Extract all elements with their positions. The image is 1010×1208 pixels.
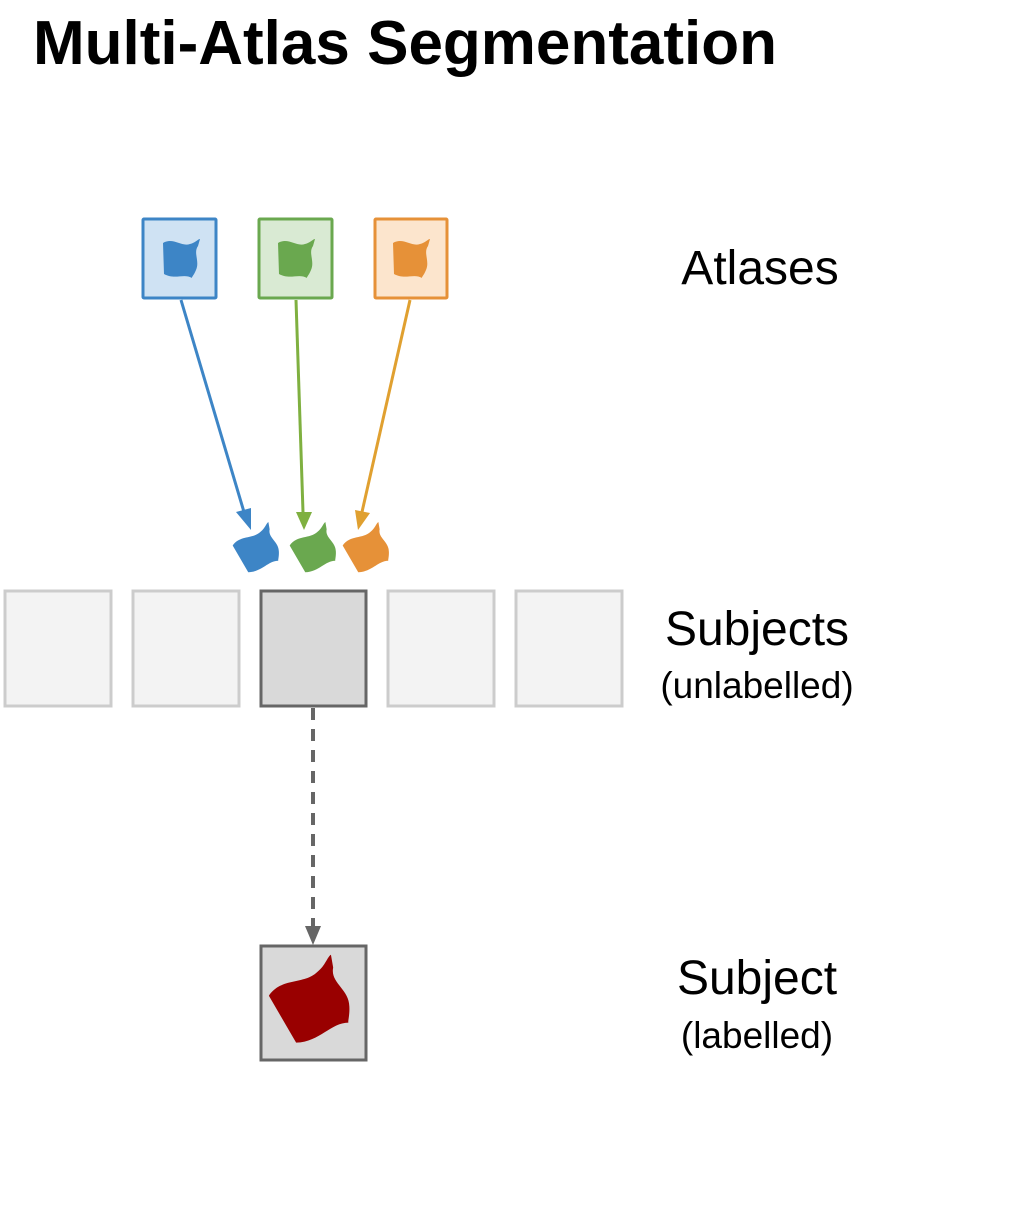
atlas-label-shape: [393, 239, 430, 278]
atlas-label-shape: [163, 239, 200, 278]
labelled-subject: [259, 944, 368, 1062]
propagated-labels: [230, 521, 397, 577]
atlases-label: Atlases: [681, 242, 838, 295]
subject-box: [3, 589, 113, 708]
subject-box: [131, 589, 241, 708]
atlas-group: [141, 217, 449, 300]
subjects-note: (unlabelled): [660, 665, 853, 706]
subject-box: [386, 589, 496, 708]
atlas-blue: [141, 217, 218, 300]
subjects-label: Subjects: [665, 603, 849, 656]
atlas-label-shape: [278, 239, 315, 278]
connector-arrow-head: [305, 926, 321, 945]
subject-box: [514, 589, 624, 708]
atlas-green: [257, 217, 334, 300]
arrow-orange: [355, 299, 412, 530]
arrow-shaft: [294, 299, 305, 513]
propagated-label-orange: [340, 521, 397, 577]
page-title: Multi-Atlas Segmentation: [33, 9, 778, 78]
propagated-label-blue: [230, 521, 287, 577]
subject-label: Subject: [677, 952, 837, 1005]
propagated-label-green: [287, 521, 344, 577]
subject-box-selected: [259, 589, 368, 708]
fusion-connector: [305, 708, 321, 945]
atlas-orange: [373, 217, 449, 300]
subject-note: (labelled): [681, 1015, 833, 1056]
subjects-row: [3, 589, 624, 708]
registration-arrows: [179, 299, 412, 530]
arrow-shaft: [179, 299, 246, 513]
arrow-blue: [179, 299, 251, 530]
arrow-head: [296, 512, 312, 530]
arrow-head: [355, 510, 370, 530]
arrow-green: [294, 299, 312, 530]
arrow-head: [236, 508, 251, 530]
arrow-shaft: [360, 299, 412, 513]
